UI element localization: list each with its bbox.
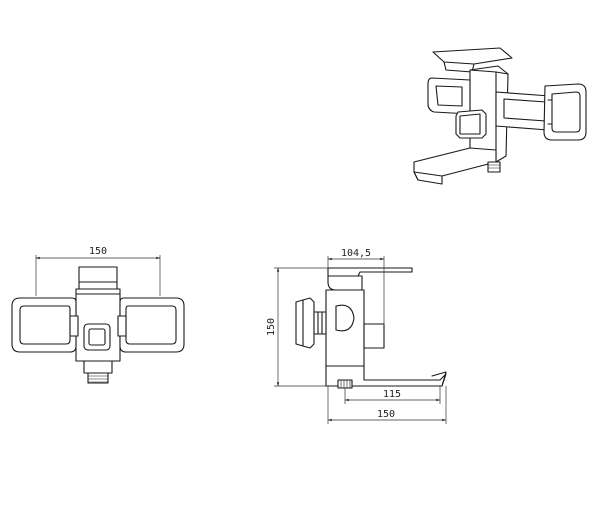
front-width-dimension: 150	[35, 246, 161, 296]
side-top-lever	[327, 267, 413, 277]
side-knob-stem	[313, 311, 327, 335]
iso-top-lever	[432, 47, 513, 65]
front-left-handle	[11, 297, 77, 353]
side-reach-dimension: 115	[344, 386, 441, 404]
side-depth-label: 104,5	[341, 248, 371, 259]
side-wall-connector	[363, 323, 385, 349]
side-view: 104,5 150 115 150	[266, 248, 447, 424]
side-depth-dimension: 104,5	[327, 248, 385, 326]
front-right-handle	[119, 297, 185, 353]
side-diverter-knob	[295, 297, 315, 349]
iso-left-knob	[455, 109, 487, 139]
front-top-lever	[78, 266, 118, 290]
front-center-knob	[83, 323, 111, 351]
front-width-label: 150	[89, 246, 107, 257]
isometric-view	[413, 47, 587, 185]
iso-left-handle	[427, 77, 471, 115]
side-total-label: 150	[377, 409, 395, 420]
side-total-dimension: 150	[327, 386, 447, 424]
front-outlet	[83, 360, 113, 374]
iso-spout	[413, 147, 497, 177]
side-reach-label: 115	[383, 389, 401, 400]
side-height-label: 150	[266, 318, 277, 336]
iso-wall-flange	[543, 83, 587, 141]
front-view: 150	[11, 246, 185, 384]
side-height-dimension: 150	[266, 267, 328, 387]
iso-diverter	[487, 161, 501, 173]
